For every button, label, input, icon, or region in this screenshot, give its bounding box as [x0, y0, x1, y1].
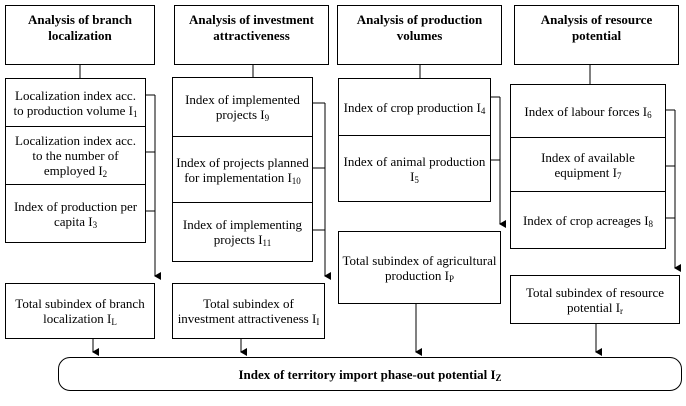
header-investment-attractiveness: Analysis of investment attractiveness [174, 5, 329, 65]
index-box-labour-forces: Index of labour forces I6 [510, 84, 666, 138]
total-subindex-agricultural: Total subindex of agricultural productio… [338, 231, 501, 304]
index-box-localization-employed: Localization index acc. to the number of… [5, 126, 146, 185]
index-box-production-per-capita: Index of production per capita I3 [5, 184, 146, 243]
total-subindex-resource: Total subindex of resource potential Ir [510, 275, 680, 324]
header-resource-potential: Analysis of resource potential [514, 5, 679, 65]
index-box-available-equipment: Index of available equipment I7 [510, 137, 666, 192]
header-branch-localization: Analysis of branch localization [5, 5, 155, 65]
index-box-implemented-projects: Index of implemented projects I9 [172, 77, 313, 137]
total-subindex-investment: Total subindex of investment attractiven… [172, 283, 325, 339]
header-production-volumes: Analysis of production volumes [337, 5, 502, 65]
index-box-crop-acreages: Index of crop acreages I8 [510, 191, 666, 249]
index-box-implementing-projects: Index of implementing projects I11 [172, 202, 313, 262]
index-box-localization-volume: Localization index acc. to production vo… [5, 78, 146, 127]
index-box-animal-production: Index of animal production I5 [338, 135, 491, 202]
index-box-planned-projects: Index of projects planned for implementa… [172, 136, 313, 203]
index-box-crop-production: Index of crop production I4 [338, 78, 491, 136]
total-subindex-localization: Total subindex of branch localization IL [5, 283, 155, 339]
final-index-box: Index of territory import phase-out pote… [58, 357, 682, 391]
